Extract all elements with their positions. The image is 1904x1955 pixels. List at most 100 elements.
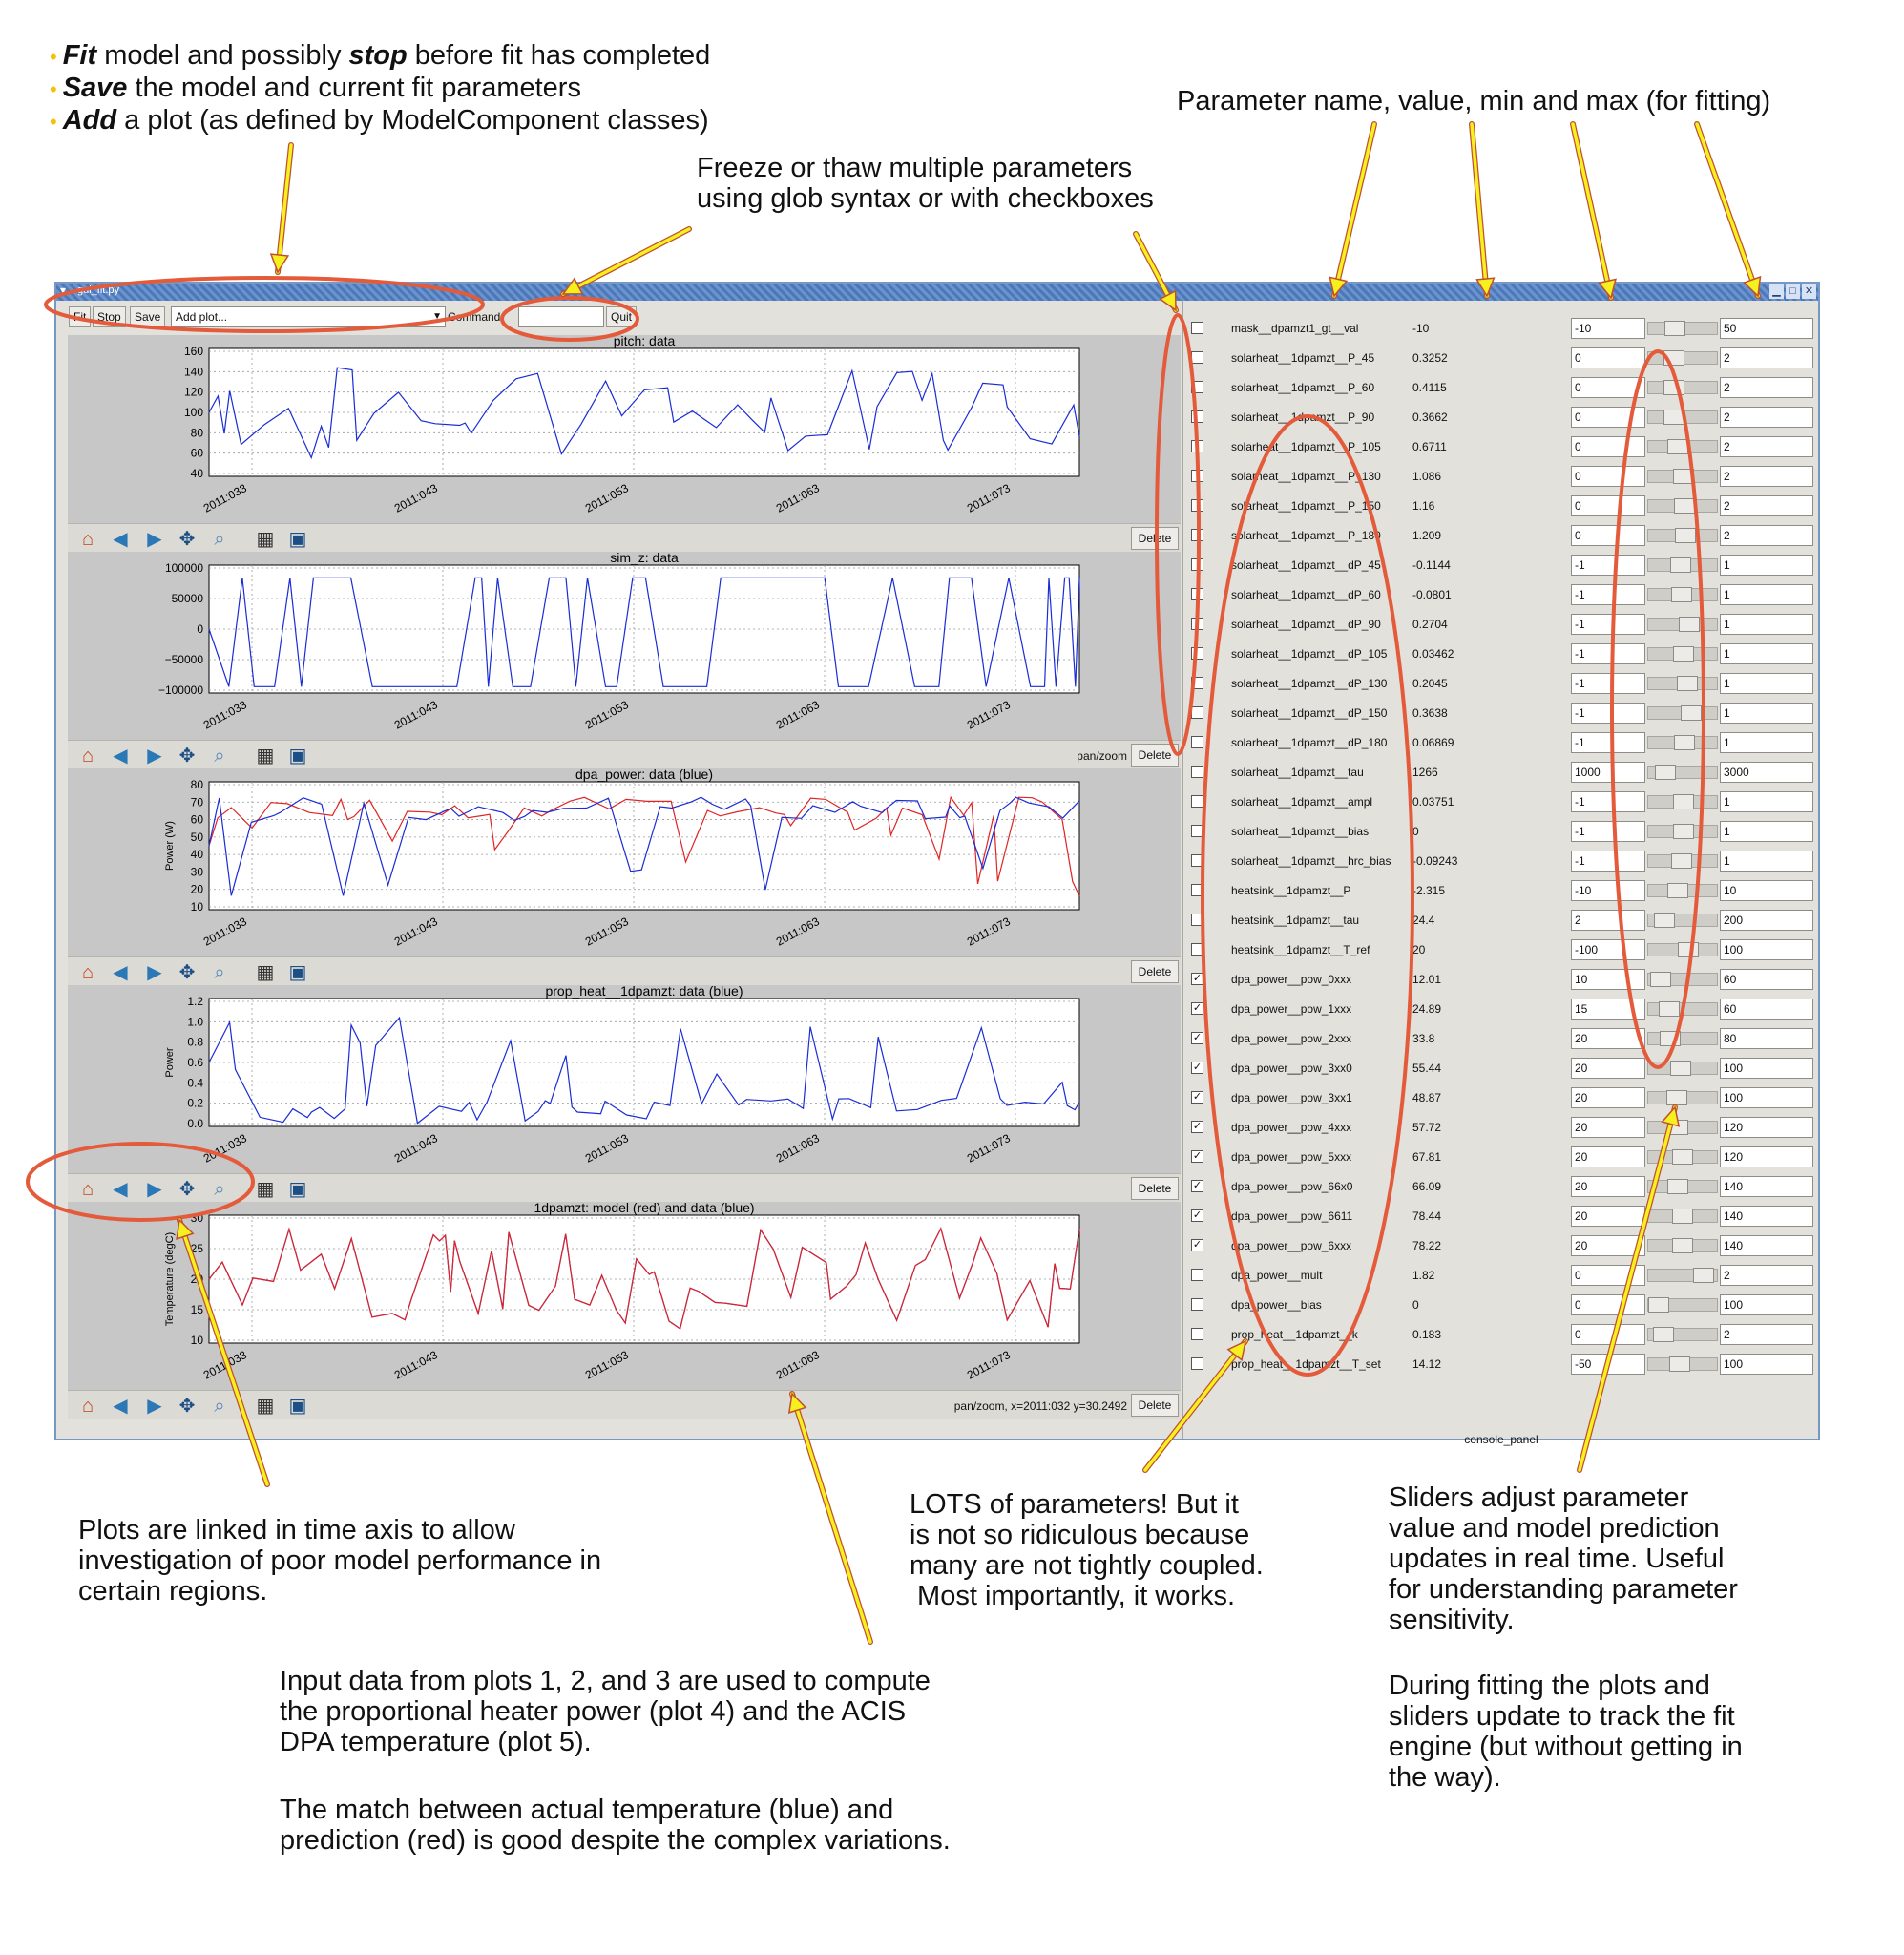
param-slider[interactable]	[1647, 972, 1718, 987]
param-min-input[interactable]: -1	[1571, 673, 1645, 694]
save-icon[interactable]: ▣	[288, 1396, 307, 1417]
save-icon[interactable]: ▣	[288, 746, 307, 767]
pan-icon[interactable]: ✥	[178, 1179, 196, 1200]
slider-handle[interactable]	[1673, 794, 1694, 809]
freeze-checkbox[interactable]: ✓	[1191, 1032, 1203, 1044]
param-max-input[interactable]: 100	[1720, 1294, 1813, 1315]
slider-handle[interactable]	[1667, 883, 1688, 898]
param-min-input[interactable]: 0	[1571, 347, 1645, 368]
pan-icon[interactable]: ✥	[178, 1396, 196, 1417]
slider-handle[interactable]	[1672, 1238, 1693, 1253]
fit-button[interactable]: Fit	[69, 306, 92, 327]
param-max-input[interactable]: 2	[1720, 347, 1813, 368]
param-max-input[interactable]: 2	[1720, 525, 1813, 546]
param-max-input[interactable]: 50	[1720, 318, 1813, 339]
param-slider[interactable]	[1647, 1001, 1718, 1017]
param-slider[interactable]	[1647, 942, 1718, 957]
param-max-input[interactable]: 80	[1720, 1028, 1813, 1049]
slider-handle[interactable]	[1674, 735, 1695, 750]
save-button[interactable]: Save	[130, 306, 166, 327]
param-slider[interactable]	[1647, 883, 1718, 898]
param-max-input[interactable]: 2	[1720, 1324, 1813, 1345]
delete-plot-button[interactable]: Delete	[1131, 960, 1179, 983]
delete-plot-button[interactable]: Delete	[1131, 1394, 1179, 1417]
back-icon[interactable]: ◀	[113, 529, 128, 550]
param-min-input[interactable]: -1	[1571, 732, 1645, 753]
param-min-input[interactable]: -100	[1571, 939, 1645, 960]
configure-icon[interactable]: ▦	[256, 1179, 275, 1200]
param-max-input[interactable]: 100	[1720, 1354, 1813, 1375]
home-icon[interactable]: ⌂	[81, 529, 94, 550]
slider-handle[interactable]	[1664, 321, 1685, 336]
param-min-input[interactable]: 10	[1571, 969, 1645, 990]
configure-icon[interactable]: ▦	[256, 962, 275, 983]
freeze-checkbox[interactable]	[1191, 677, 1203, 689]
freeze-checkbox[interactable]	[1191, 884, 1203, 896]
param-slider[interactable]	[1647, 1149, 1718, 1165]
param-slider[interactable]	[1647, 705, 1718, 721]
param-min-input[interactable]: 0	[1571, 407, 1645, 428]
slider-handle[interactable]	[1673, 646, 1694, 662]
slider-handle[interactable]	[1671, 587, 1692, 602]
slider-handle[interactable]	[1667, 439, 1688, 454]
param-min-input[interactable]: 0	[1571, 1324, 1645, 1345]
param-slider[interactable]	[1647, 587, 1718, 602]
freeze-checkbox[interactable]: ✓	[1191, 1180, 1203, 1192]
freeze-checkbox[interactable]	[1191, 914, 1203, 926]
param-min-input[interactable]: -1	[1571, 555, 1645, 576]
param-min-input[interactable]: 0	[1571, 525, 1645, 546]
slider-handle[interactable]	[1670, 1061, 1691, 1076]
param-slider[interactable]	[1647, 439, 1718, 454]
slider-handle[interactable]	[1667, 1179, 1688, 1194]
freeze-checkbox[interactable]	[1191, 1328, 1203, 1340]
param-slider[interactable]	[1647, 824, 1718, 839]
pan-icon[interactable]: ✥	[178, 746, 196, 767]
freeze-checkbox[interactable]: ✓	[1191, 973, 1203, 985]
param-max-input[interactable]: 2	[1720, 495, 1813, 516]
freeze-checkbox[interactable]	[1191, 854, 1203, 867]
forward-icon[interactable]: ▶	[147, 529, 162, 550]
freeze-checkbox[interactable]: ✓	[1191, 1091, 1203, 1104]
slider-handle[interactable]	[1673, 824, 1694, 839]
param-max-input[interactable]: 1	[1720, 643, 1813, 664]
param-min-input[interactable]: -1	[1571, 584, 1645, 605]
param-slider[interactable]	[1647, 617, 1718, 632]
save-icon[interactable]: ▣	[288, 1179, 307, 1200]
freeze-checkbox[interactable]	[1191, 736, 1203, 748]
param-max-input[interactable]: 2	[1720, 407, 1813, 428]
param-min-input[interactable]: 0	[1571, 436, 1645, 457]
freeze-checkbox[interactable]	[1191, 499, 1203, 512]
param-min-input[interactable]: 15	[1571, 999, 1645, 1020]
quit-button[interactable]: Quit	[606, 306, 638, 327]
param-max-input[interactable]: 100	[1720, 939, 1813, 960]
param-min-input[interactable]: -1	[1571, 703, 1645, 724]
param-max-input[interactable]: 1	[1720, 732, 1813, 753]
param-min-input[interactable]: 20	[1571, 1058, 1645, 1079]
save-icon[interactable]: ▣	[288, 962, 307, 983]
param-min-input[interactable]: -10	[1571, 880, 1645, 901]
save-icon[interactable]: ▣	[288, 529, 307, 550]
param-max-input[interactable]: 140	[1720, 1176, 1813, 1197]
param-min-input[interactable]: 0	[1571, 1294, 1645, 1315]
freeze-checkbox[interactable]: ✓	[1191, 1209, 1203, 1222]
back-icon[interactable]: ◀	[113, 962, 128, 983]
param-max-input[interactable]: 1	[1720, 584, 1813, 605]
param-max-input[interactable]: 1	[1720, 821, 1813, 842]
slider-handle[interactable]	[1659, 1001, 1680, 1017]
param-max-input[interactable]: 100	[1720, 1087, 1813, 1108]
slider-handle[interactable]	[1672, 1209, 1693, 1224]
freeze-checkbox[interactable]	[1191, 766, 1203, 778]
param-slider[interactable]	[1647, 321, 1718, 336]
freeze-checkbox[interactable]	[1191, 322, 1203, 334]
delete-plot-button[interactable]: Delete	[1131, 744, 1179, 767]
param-slider[interactable]	[1647, 410, 1718, 425]
slider-handle[interactable]	[1663, 380, 1684, 395]
maximize-icon[interactable]: □	[1786, 284, 1800, 299]
freeze-checkbox[interactable]	[1191, 1357, 1203, 1370]
param-min-input[interactable]: 20	[1571, 1235, 1645, 1256]
slider-handle[interactable]	[1667, 1120, 1688, 1135]
param-min-input[interactable]: 0	[1571, 466, 1645, 487]
configure-icon[interactable]: ▦	[256, 529, 275, 550]
